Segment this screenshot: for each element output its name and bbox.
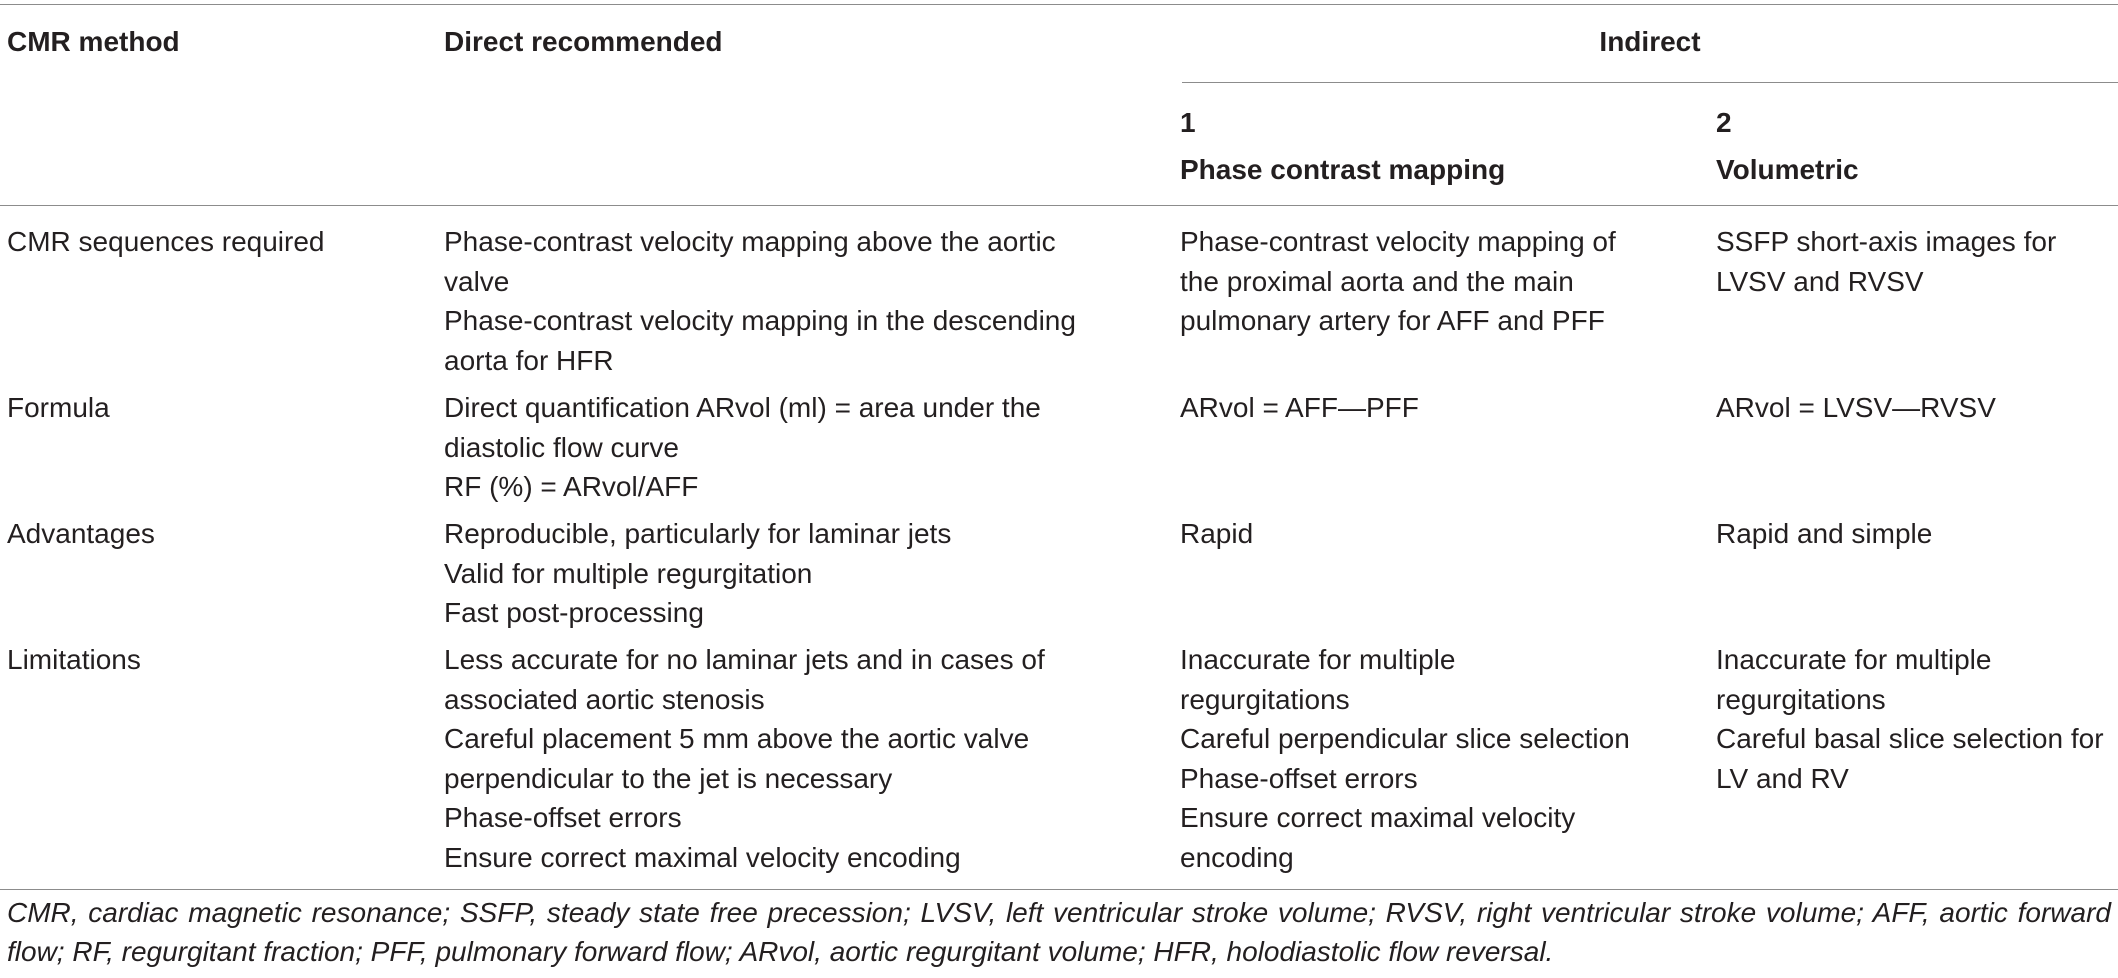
- indirect-rule: [1182, 82, 2118, 83]
- cell-line: Ensure correct maximal velocity encoding: [444, 841, 961, 873]
- cell-line: Phase-contrast velocity mapping of: [1180, 226, 1616, 257]
- cell-line: Fast post-processing: [444, 597, 704, 628]
- row-label: Formula: [7, 392, 110, 423]
- cell-line: Inaccurate for multiple: [1716, 644, 1992, 675]
- volumetric-cell: SSFP short-axis images for LVSV and RVSV: [1716, 222, 2056, 301]
- table-footnote: CMR, cardiac magnetic resonance; SSFP, s…: [7, 897, 2111, 967]
- top-rule: [0, 4, 2118, 5]
- cell-line: pulmonary artery for AFF and PFF: [1180, 305, 1605, 336]
- header-phase-number: 1: [1180, 107, 1196, 138]
- phase-contrast-cell: Phase-contrast velocity mapping of the p…: [1180, 222, 1616, 341]
- body-bottom-rule: [0, 889, 2118, 890]
- header-direct-recommended: Direct recommended: [444, 26, 723, 57]
- header-indirect: Indirect: [1599, 26, 1701, 57]
- cell-line: Phase-offset errors: [444, 802, 682, 833]
- row-label: Limitations: [7, 644, 141, 675]
- phase-contrast-cell: ARvol = AFF—PFF: [1180, 388, 1419, 428]
- cell-line: LV and RV: [1716, 762, 1849, 794]
- cell-line: regurgitations: [1180, 683, 1350, 715]
- cell-line: regurgitations: [1716, 683, 1886, 715]
- cell-line: RF (%) = ARvol/AFF: [444, 471, 699, 502]
- header-volumetric-number: 2: [1716, 107, 1732, 138]
- cell-line: encoding: [1180, 841, 1294, 873]
- cell-line: Ensure correct maximal velocity: [1180, 802, 1576, 833]
- header-volumetric: Volumetric: [1716, 154, 1859, 185]
- direct-cell: Phase-contrast velocity mapping above th…: [444, 222, 1076, 380]
- cell-line: Rapid and simple: [1716, 518, 1933, 549]
- cell-line: associated aortic stenosis: [444, 683, 765, 715]
- row-label: CMR sequences required: [7, 226, 325, 257]
- header-phase-contrast-mapping: Phase contrast mapping: [1180, 154, 1506, 185]
- cell-line: Careful placement 5 mm above the aortic …: [444, 723, 1030, 754]
- cell-line: Less accurate for no laminar jets and in…: [444, 644, 1045, 675]
- phase-contrast-cell: Rapid: [1180, 514, 1253, 554]
- cell-line: the proximal aorta and the main: [1180, 265, 1574, 297]
- direct-cell: Reproducible, particularly for laminar j…: [444, 514, 951, 633]
- cell-line: Direct quantification ARvol (ml) = area …: [444, 392, 1041, 423]
- cell-line: aorta for HFR: [444, 344, 614, 376]
- cell-line: Phase-contrast velocity mapping in the d…: [444, 305, 1076, 336]
- cell-line: Reproducible, particularly for laminar j…: [444, 518, 952, 549]
- phase-contrast-cell: Inaccurate for multiple regurgitations C…: [1180, 640, 1630, 877]
- cell-line: ARvol = AFF—PFF: [1180, 392, 1419, 423]
- row-label: Advantages: [7, 518, 155, 549]
- cell-line: ARvol = LVSV—RVSV: [1716, 392, 1996, 423]
- cell-line: Phase-offset errors: [1180, 762, 1418, 794]
- cell-line: Phase-contrast velocity mapping above th…: [444, 226, 1056, 257]
- volumetric-cell: ARvol = LVSV—RVSV: [1716, 388, 1996, 428]
- cell-line: perpendicular to the jet is necessary: [444, 762, 893, 794]
- cell-line: diastolic flow curve: [444, 431, 679, 463]
- volumetric-cell: Rapid and simple: [1716, 514, 1932, 554]
- volumetric-cell: Inaccurate for multiple regurgitations C…: [1716, 640, 2104, 798]
- direct-cell: Direct quantification ARvol (ml) = area …: [444, 388, 1041, 507]
- cell-line: SSFP short-axis images for: [1716, 226, 2057, 257]
- cell-line: valve: [444, 265, 510, 297]
- cell-line: LVSV and RVSV: [1716, 265, 1924, 297]
- cell-line: Rapid: [1180, 518, 1254, 549]
- direct-cell: Less accurate for no laminar jets and in…: [444, 640, 1045, 877]
- cell-line: Valid for multiple regurgitation: [444, 557, 813, 589]
- cell-line: Inaccurate for multiple: [1180, 644, 1456, 675]
- header-cmr-method: CMR method: [7, 26, 180, 57]
- cell-line: Careful basal slice selection for: [1716, 723, 2104, 754]
- cell-line: Careful perpendicular slice selection: [1180, 723, 1630, 754]
- header-bottom-rule: [0, 205, 2118, 206]
